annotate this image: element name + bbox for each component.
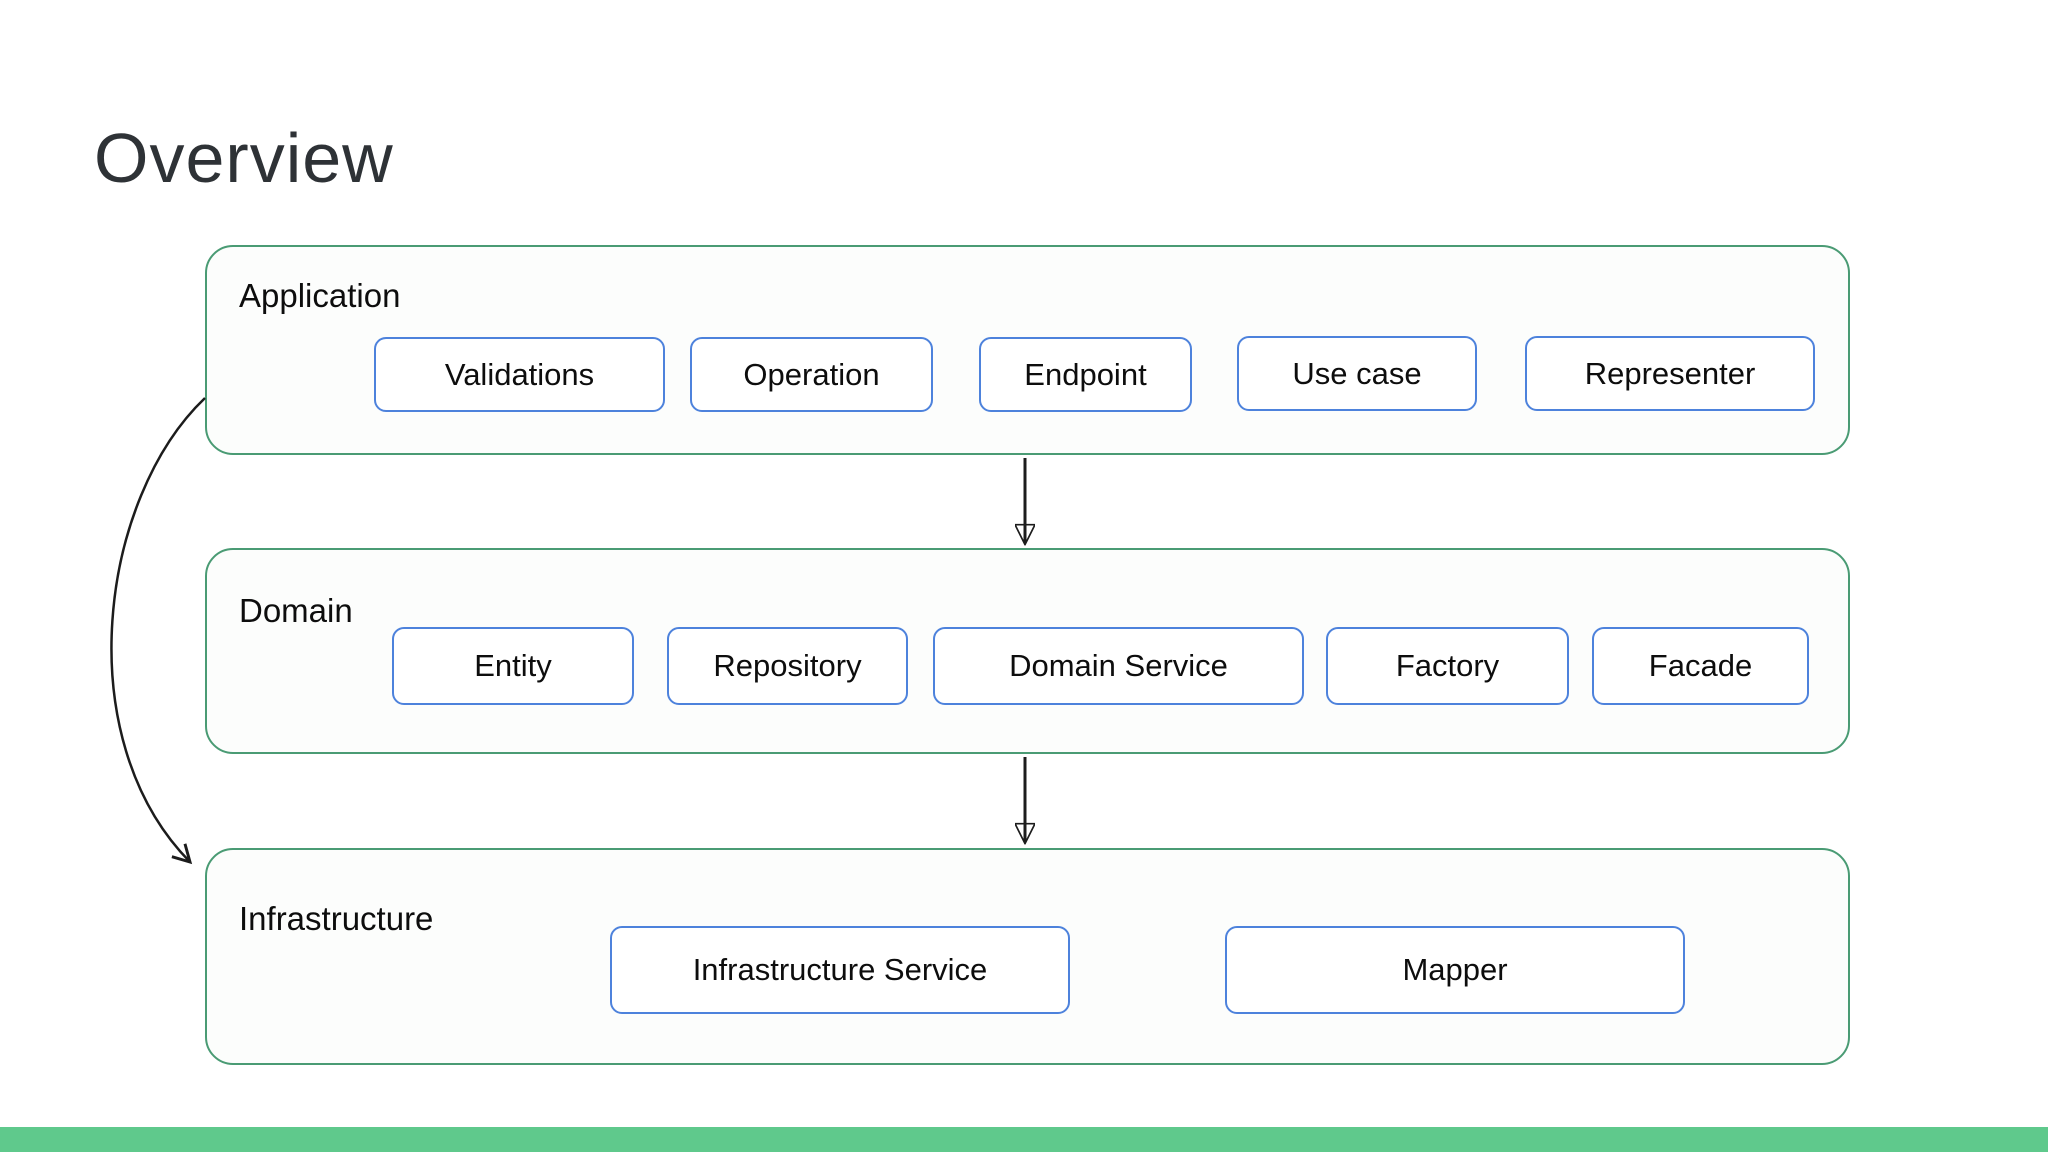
node-use-case: Use case xyxy=(1237,336,1477,411)
arrow-application-to-infrastructure xyxy=(110,397,206,865)
bottom-accent-bar xyxy=(0,1127,2048,1152)
layer-infrastructure-label: Infrastructure xyxy=(239,900,434,937)
layer-application: Application Validations Operation Endpoi… xyxy=(205,245,1850,455)
layer-application-label: Application xyxy=(239,277,401,314)
node-infrastructure-service: Infrastructure Service xyxy=(610,926,1070,1014)
node-domain-service: Domain Service xyxy=(933,627,1304,705)
node-operation: Operation xyxy=(690,337,933,412)
layer-infrastructure: Infrastructure Infrastructure Service Ma… xyxy=(205,848,1850,1065)
page-title: Overview xyxy=(94,119,394,197)
node-entity: Entity xyxy=(392,627,634,705)
layer-domain: Domain Entity Repository Domain Service … xyxy=(205,548,1850,754)
node-factory: Factory xyxy=(1326,627,1569,705)
layer-domain-label: Domain xyxy=(239,592,353,629)
node-mapper: Mapper xyxy=(1225,926,1685,1014)
node-endpoint: Endpoint xyxy=(979,337,1192,412)
node-facade: Facade xyxy=(1592,627,1809,705)
node-repository: Repository xyxy=(667,627,908,705)
node-representer: Representer xyxy=(1525,336,1815,411)
node-validations: Validations xyxy=(374,337,665,412)
